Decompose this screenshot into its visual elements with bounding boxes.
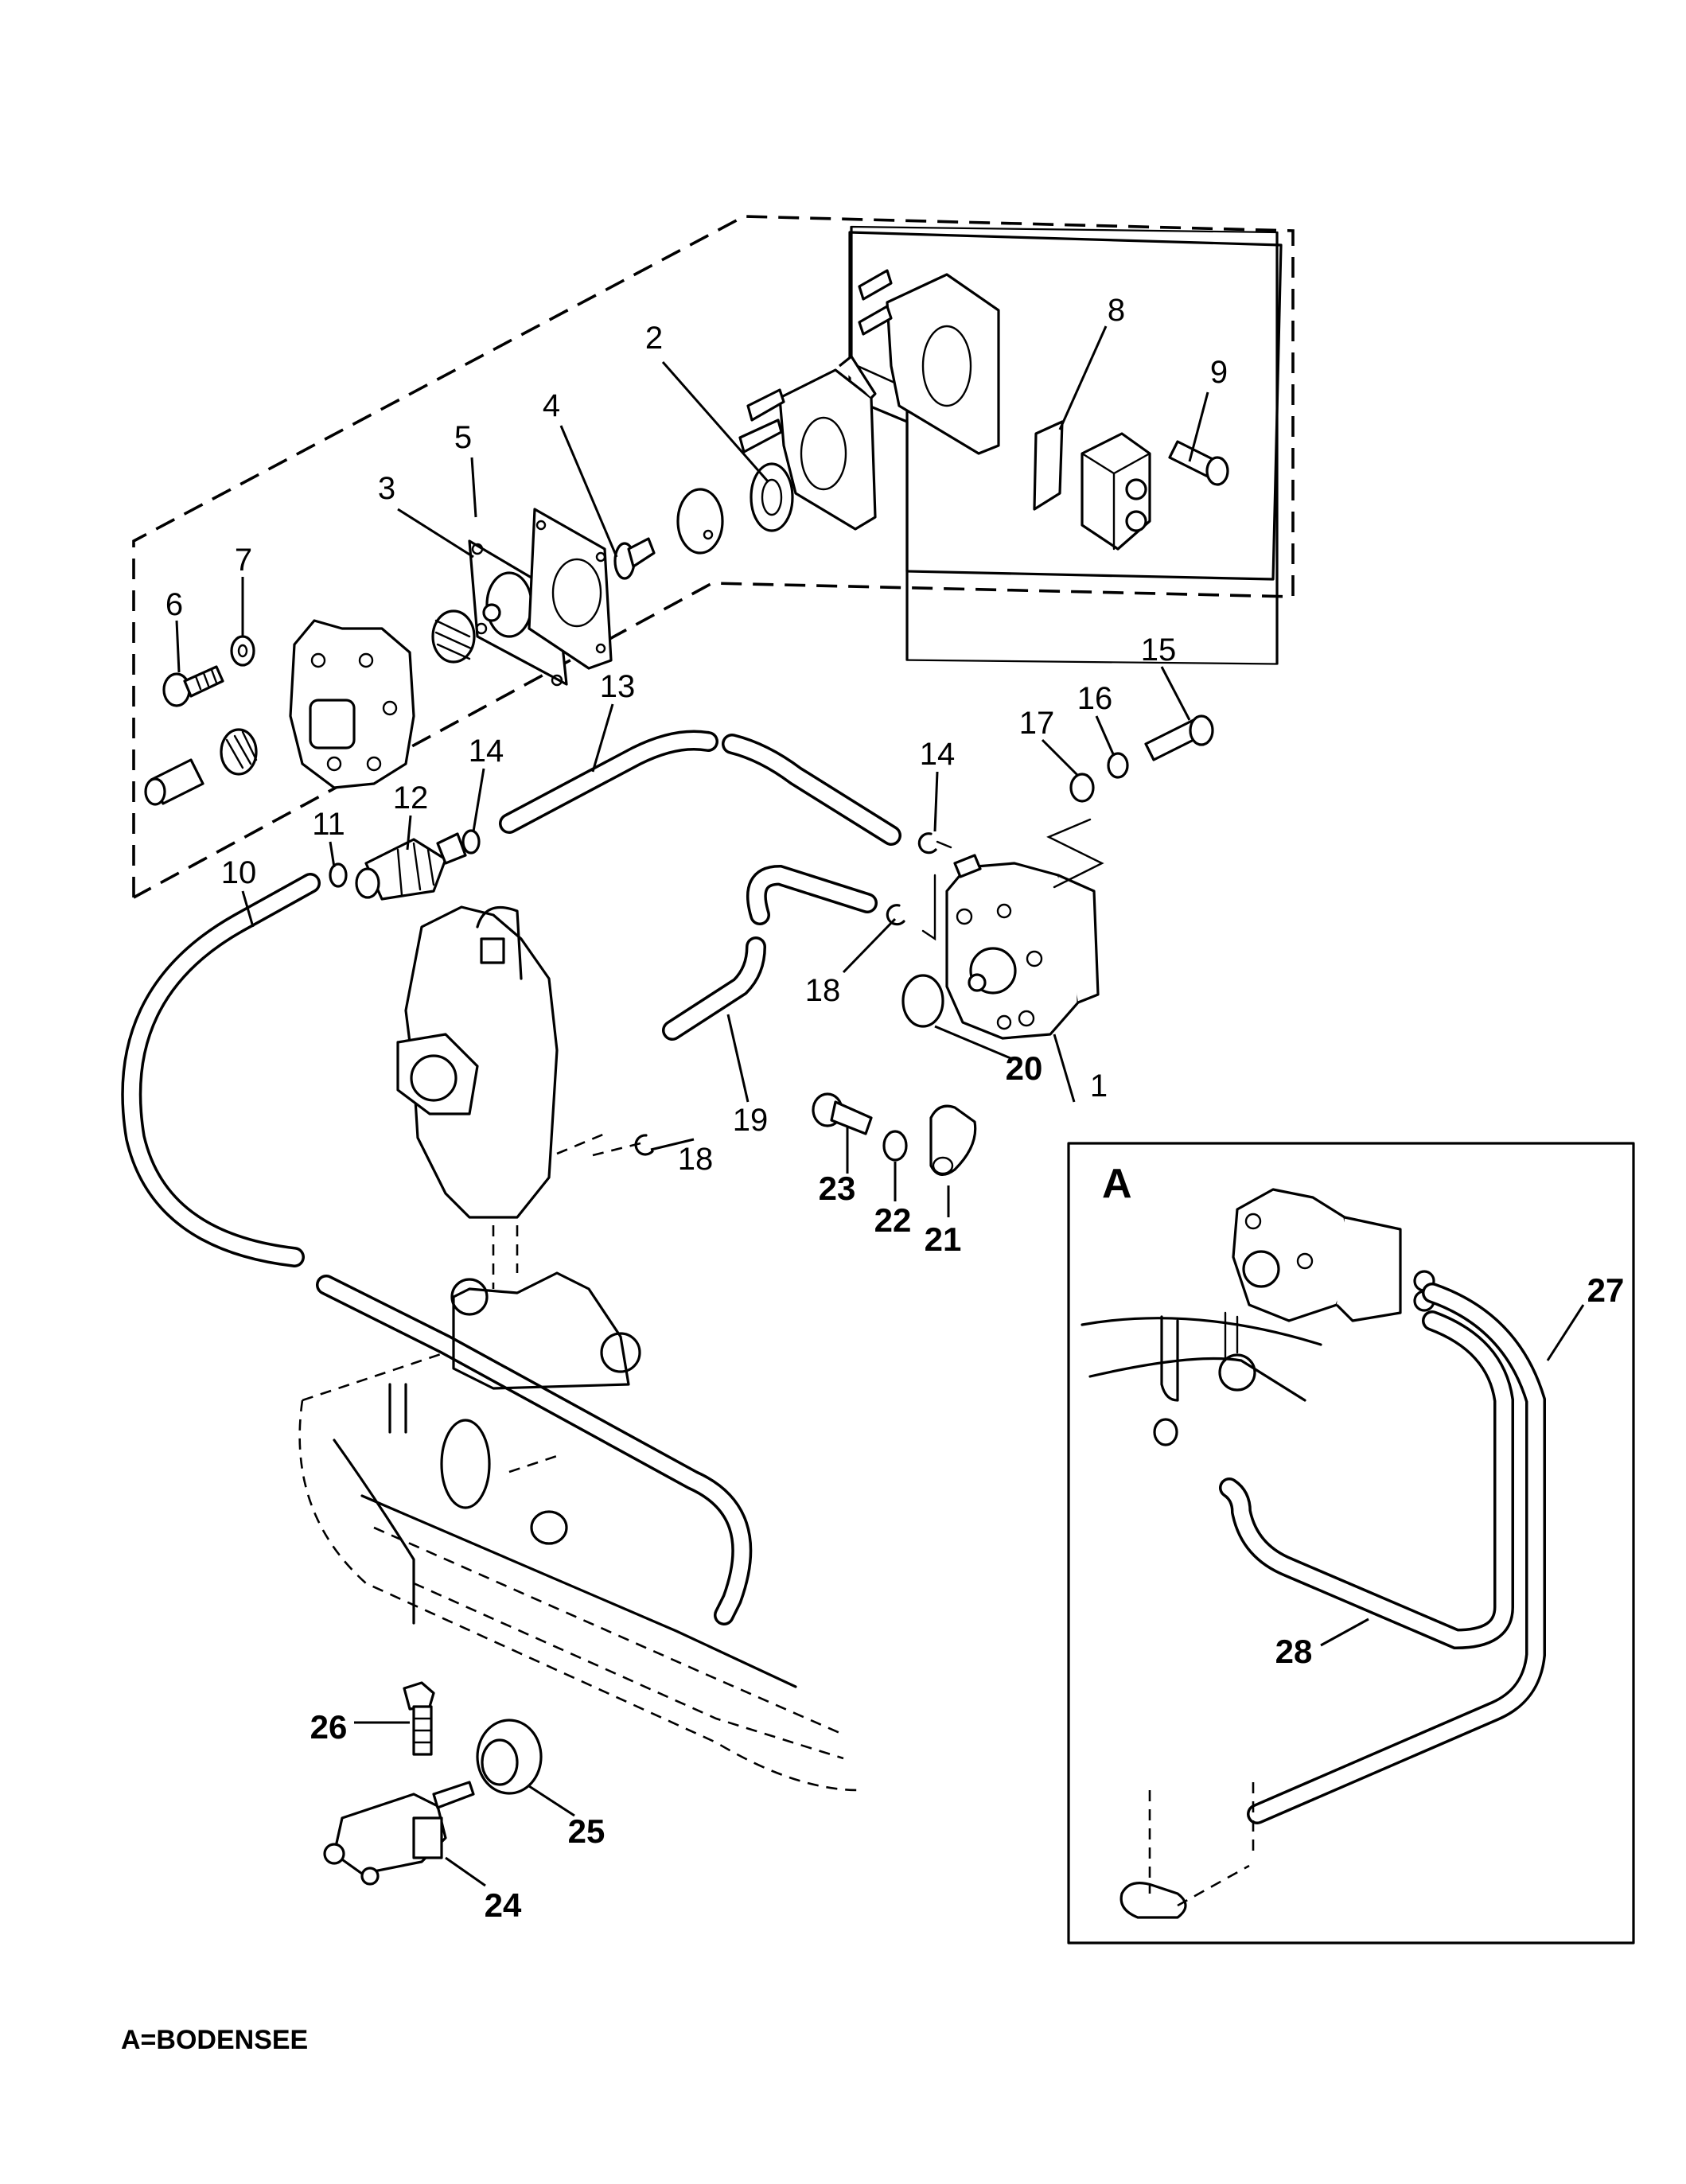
callout-21: 21	[925, 1220, 962, 1258]
hose-19	[662, 936, 766, 1041]
part-bolt-23	[812, 1092, 873, 1135]
hose-27	[1247, 1283, 1546, 1824]
part-valve-disc	[676, 488, 724, 555]
part-gasket-5	[528, 508, 613, 670]
part-primer-valve-24	[323, 1781, 475, 1886]
part-spring	[431, 609, 476, 664]
callout-14b: 14	[920, 737, 956, 772]
part-valve	[144, 728, 258, 806]
callout-26: 26	[310, 1708, 348, 1746]
part-bolt-15	[1144, 714, 1214, 761]
part-pump-body	[738, 355, 877, 531]
part-washer-17	[1069, 773, 1095, 803]
leader-lines	[175, 325, 1585, 1887]
callout-8: 8	[1108, 293, 1125, 328]
callout-18a: 18	[805, 973, 841, 1008]
callout-16: 16	[1077, 681, 1113, 716]
part-pump-block	[1081, 432, 1151, 551]
connector-18b	[592, 1142, 641, 1157]
callout-9: 9	[1210, 355, 1228, 390]
callout-19: 19	[733, 1103, 769, 1138]
hose-13	[499, 730, 901, 846]
callout-27: 27	[1587, 1271, 1625, 1309]
throttle-bracket	[450, 1225, 641, 1390]
part-screw-9	[1168, 440, 1229, 486]
part-clip-14a	[461, 829, 481, 855]
callout-23: 23	[819, 1170, 856, 1207]
part-clip-18b	[634, 1134, 654, 1156]
callout-7: 7	[235, 543, 252, 578]
part-seal-8	[1033, 420, 1064, 511]
part-valve-plate-2	[750, 462, 794, 532]
legend-text: A=BODENSEE	[121, 2025, 308, 2055]
part-filter-12	[355, 832, 467, 901]
callout-1: 1	[1090, 1069, 1108, 1104]
callout-5: 5	[454, 420, 472, 455]
hose-10	[121, 873, 753, 1625]
hose-elbow	[746, 864, 878, 925]
part-fuel-pump-1	[945, 854, 1100, 1040]
engine-housing	[298, 1351, 860, 1792]
inset-label: A	[1102, 1161, 1132, 1207]
callout-13: 13	[600, 669, 636, 704]
part-screw-6	[162, 665, 224, 707]
part-bolt-26	[403, 1681, 435, 1756]
part-clip-14b	[917, 832, 937, 855]
part-pump-cover	[289, 619, 415, 789]
connector-14-18	[921, 874, 936, 941]
callout-28: 28	[1275, 1633, 1313, 1670]
part-clip-18a	[886, 904, 905, 926]
callout-6: 6	[165, 587, 183, 622]
part-screw-4	[613, 537, 656, 580]
callout-4: 4	[543, 388, 560, 423]
callout-17: 17	[1019, 706, 1055, 741]
callout-12: 12	[393, 781, 429, 816]
part-washer-22	[882, 1130, 908, 1162]
part-oring-11	[329, 862, 348, 888]
callout-25: 25	[568, 1812, 605, 1850]
part-clamp-21	[929, 1104, 977, 1176]
inset-pump	[1232, 1188, 1435, 1322]
pump-kit-boundary	[132, 215, 1295, 899]
callout-20: 20	[1006, 1049, 1043, 1087]
callout-24: 24	[485, 1886, 522, 1924]
connector-15-17	[1046, 818, 1104, 889]
hose-28	[1219, 1310, 1514, 1650]
callout-15: 15	[1141, 633, 1177, 668]
part-oring-20	[901, 974, 944, 1028]
inset-bracket	[1119, 1782, 1255, 1919]
part-alt-pump-body	[858, 269, 1000, 455]
callouts: 1 2 3 4 5 6 7 8 9 10 11 12 13 14 14 15 1…	[165, 293, 1624, 1924]
callout-3: 3	[378, 471, 395, 506]
part-washer-16	[1107, 752, 1129, 779]
connector-line-14	[936, 840, 952, 849]
inset-box-a	[1067, 1142, 1635, 1945]
part-bushing-25	[476, 1719, 543, 1795]
callout-11: 11	[312, 807, 345, 842]
carburetor	[396, 905, 605, 1219]
inset-surface	[1081, 1311, 1322, 1446]
callout-14a: 14	[469, 734, 504, 769]
callout-10: 10	[221, 855, 257, 890]
part-washer-7	[230, 635, 255, 667]
callout-18b: 18	[678, 1142, 714, 1177]
callout-2: 2	[645, 321, 663, 356]
callout-22: 22	[874, 1201, 912, 1239]
